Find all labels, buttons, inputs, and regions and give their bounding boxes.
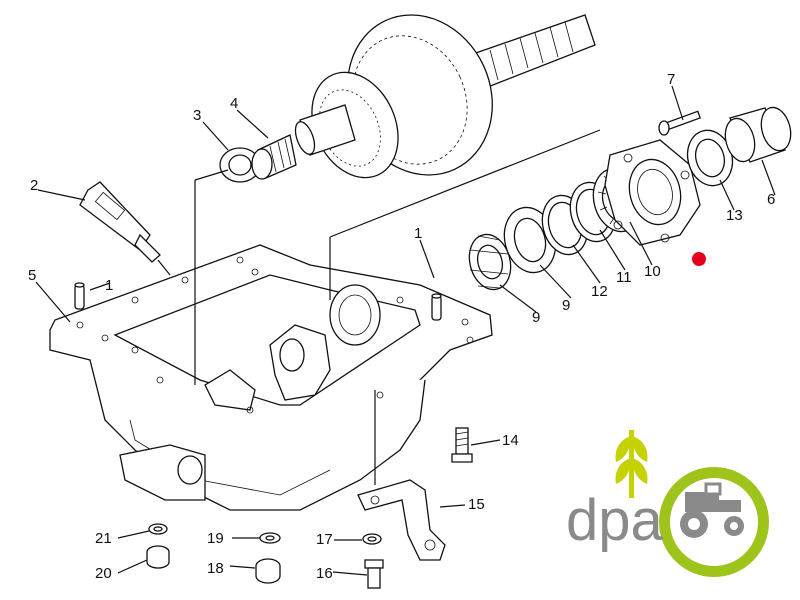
callout-22: 21: [95, 530, 112, 547]
callout-7: 7: [667, 71, 675, 88]
callout-9-label: 9: [532, 309, 540, 326]
washer-20: [259, 532, 281, 544]
nut-21: [146, 545, 170, 569]
callout-10: 9: [562, 297, 570, 314]
dpa-logo: dpa: [566, 430, 769, 577]
callout-14: 13: [726, 207, 743, 224]
callout-19: 18: [207, 560, 224, 577]
logo-text: dpa: [566, 488, 664, 553]
callout-17: 16: [316, 565, 333, 582]
callout-4: 4: [230, 95, 238, 112]
callout-3: 3: [193, 107, 201, 124]
washer-18: [362, 533, 382, 545]
dowel-pin-right-1: [431, 293, 442, 321]
housing-5: [49, 244, 493, 511]
nut-19: [255, 558, 281, 584]
callout-15: 14: [502, 432, 519, 449]
callout-1-right: 1: [414, 225, 422, 242]
callout-6: 6: [767, 191, 775, 208]
tractor-icon: [680, 482, 744, 538]
dowel-pin-left-1: [74, 282, 85, 310]
bearing-cone-9: [468, 233, 512, 291]
callout-12: 11: [616, 269, 632, 286]
callout-18: 17: [316, 531, 333, 548]
bolt-17: [364, 559, 384, 589]
sealant-bottle-2: [79, 181, 171, 276]
red-marker-dot: [692, 252, 706, 266]
callout-16: 15: [468, 496, 485, 513]
leader-lines: [35, 85, 776, 576]
callout-2: 2: [30, 177, 38, 194]
bolt-15: [451, 427, 473, 463]
seal-ring-14: [686, 129, 734, 187]
bearing-cover-flange: [604, 139, 701, 246]
callout-5: 5: [28, 267, 36, 284]
sleeve-6: [724, 106, 792, 163]
bolt-7: [658, 110, 701, 136]
callout-numbers: 2 3 4 5 1 1 7 6 13 10 11 12 9 9 9 14 15 …: [28, 71, 775, 582]
callout-11: 10: [644, 263, 661, 280]
washer-22: [148, 523, 168, 535]
callout-21: 20: [95, 565, 112, 582]
bearing-cone-4: [251, 134, 297, 180]
assembly-axis-lines: [194, 129, 601, 485]
callout-20: 19: [207, 530, 224, 547]
callout-13: 12: [591, 283, 608, 300]
wheat-icon: [615, 430, 648, 498]
bracket-16: [357, 479, 446, 561]
drive-shaft-assembly: [294, 14, 596, 179]
callout-1-left: 1: [105, 277, 113, 294]
